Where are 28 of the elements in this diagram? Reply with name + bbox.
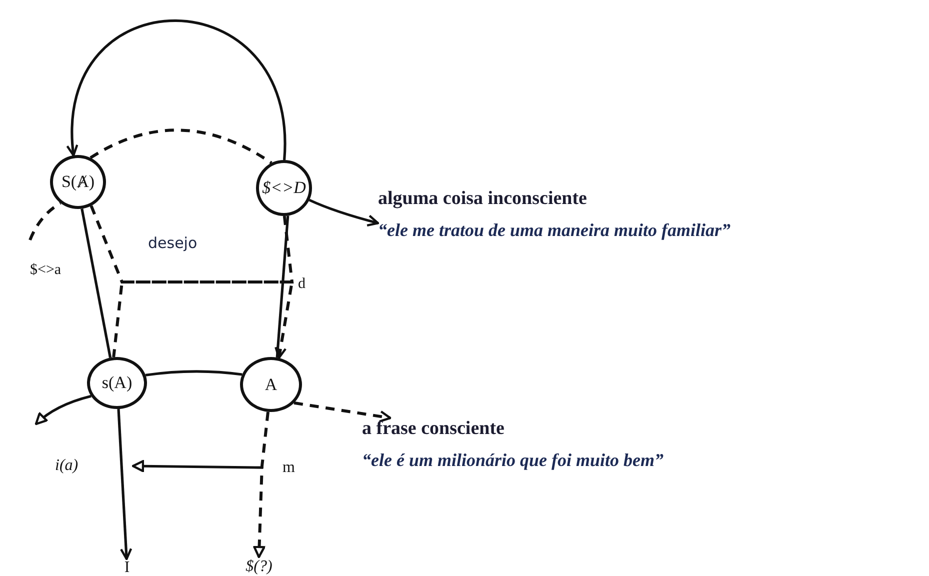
connector-line bbox=[276, 216, 290, 358]
quote-text: “ele é um milionário que foi muito bem” bbox=[362, 450, 664, 471]
junction-label: i(a) bbox=[55, 456, 133, 476]
quote-text: “ele me tratou de uma maneira muito familiar” bbox=[378, 220, 731, 241]
arrow bbox=[34, 394, 92, 426]
connector-line bbox=[145, 370, 242, 376]
circle-node: $<>D bbox=[256, 160, 312, 216]
heading-text: a frase consciente bbox=[362, 418, 504, 440]
heading-text: alguma coisa inconsciente bbox=[378, 188, 587, 210]
circle-node: s(A) bbox=[87, 357, 147, 409]
arrow bbox=[308, 198, 380, 226]
junction-label: m bbox=[263, 458, 295, 478]
arrow bbox=[294, 401, 392, 422]
connector-line bbox=[80, 208, 112, 358]
endpoint-label: I bbox=[120, 559, 134, 576]
arrow bbox=[117, 408, 132, 560]
connector-line bbox=[90, 128, 272, 164]
endpoint-label: $(?) bbox=[240, 557, 278, 576]
arrow bbox=[253, 412, 270, 558]
arrow bbox=[90, 205, 294, 359]
edge-label: $<>a bbox=[30, 263, 62, 278]
arrow bbox=[67, 19, 286, 160]
connector-line bbox=[28, 202, 62, 241]
circle-node: A bbox=[240, 357, 302, 412]
circle-node: S(Ⱥ) bbox=[50, 155, 106, 209]
arrow bbox=[132, 460, 264, 472]
connector-line bbox=[112, 216, 294, 358]
edge-label: desejo bbox=[148, 236, 198, 251]
